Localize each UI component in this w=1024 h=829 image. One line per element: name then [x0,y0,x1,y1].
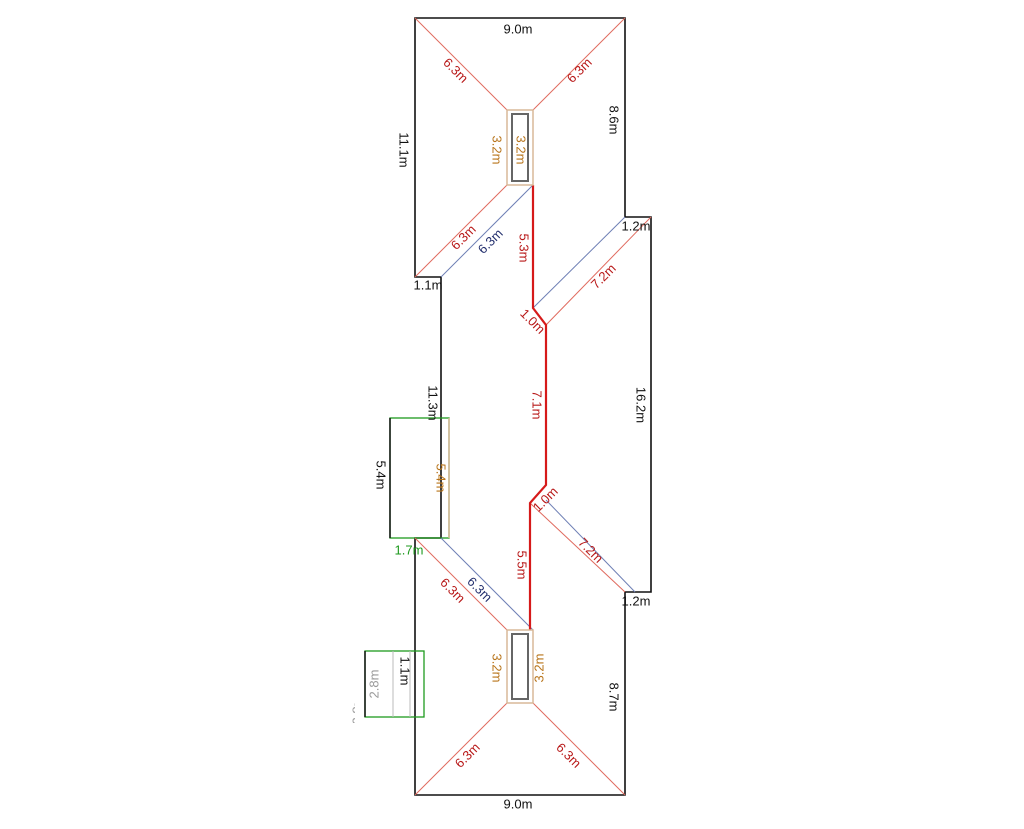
step-upper-right-label: 1.2m [622,218,651,233]
valley-upper [440,184,534,278]
annex-lower-clipped-label: 2.8m [349,696,364,725]
hip-lower-left-label: 6.3m [437,575,468,606]
valley-upper-label: 6.3m [475,226,506,257]
hip-top-right [532,17,626,111]
hip-upper-mid [414,184,508,278]
hip-upper-right [545,216,652,326]
annex-upper-bottom-label: 1.7m [395,542,424,557]
ridge-upper-label: 5.3m [517,234,532,263]
valley-upper-right [532,216,626,309]
bottom-width-label: 9.0m [504,796,533,811]
step-upper-left-label: 1.1m [414,277,443,292]
hip-top-left [414,17,508,111]
top-left-side-label: 11.1m [397,132,412,167]
ridge-joint-upper-label: 1.0m [517,306,548,337]
top-width-label: 9.0m [504,21,533,36]
skylight-top-inner-label: 3.2m [514,136,529,165]
ridge-middle-label: 7.1m [530,391,545,420]
hip-lower-right [529,502,626,593]
valley-lower-label: 6.3m [464,574,495,605]
ridge-line [528,185,548,630]
hip-top-left-label: 6.3m [440,55,471,86]
valley-lower-right [545,499,636,593]
skylight-top [506,109,534,186]
skylight-bottom [506,629,534,704]
hip-lower-left [414,537,508,631]
hip-top-right-label: 6.3m [564,55,595,86]
ridge-lower-label: 5.5m [515,551,530,580]
hip-upper-right-label: 7.2m [588,261,619,292]
annex-upper-inner-label: 5.4m [434,464,449,493]
hip-upper-mid-label: 6.3m [448,222,479,253]
annex-lower-inner-label: 2.8m [366,670,381,699]
hip-bottom-left [414,702,508,796]
hip-bottom-left-label: 6.3m [452,740,483,771]
annex-lower-side-label: 1.1m [398,657,413,686]
valley-lower [440,537,534,631]
middle-left-label: 11.3m [426,385,441,420]
skylight-bottom-inner-label: 3.2m [531,654,546,683]
hip-bottom-right [532,702,626,796]
hip-bottom-right-label: 6.3m [553,740,584,771]
skylight-bottom-outer-label: 3.2m [490,654,505,683]
top-right-side-label: 8.6m [607,106,622,135]
step-lower-right-label: 1.2m [622,593,651,608]
annex-upper-side-label: 5.4m [374,461,389,490]
skylight-top-outer-label: 3.2m [490,136,505,165]
bottom-right-side-label: 8.7m [607,683,622,712]
right-long-label: 16.2m [634,387,649,423]
